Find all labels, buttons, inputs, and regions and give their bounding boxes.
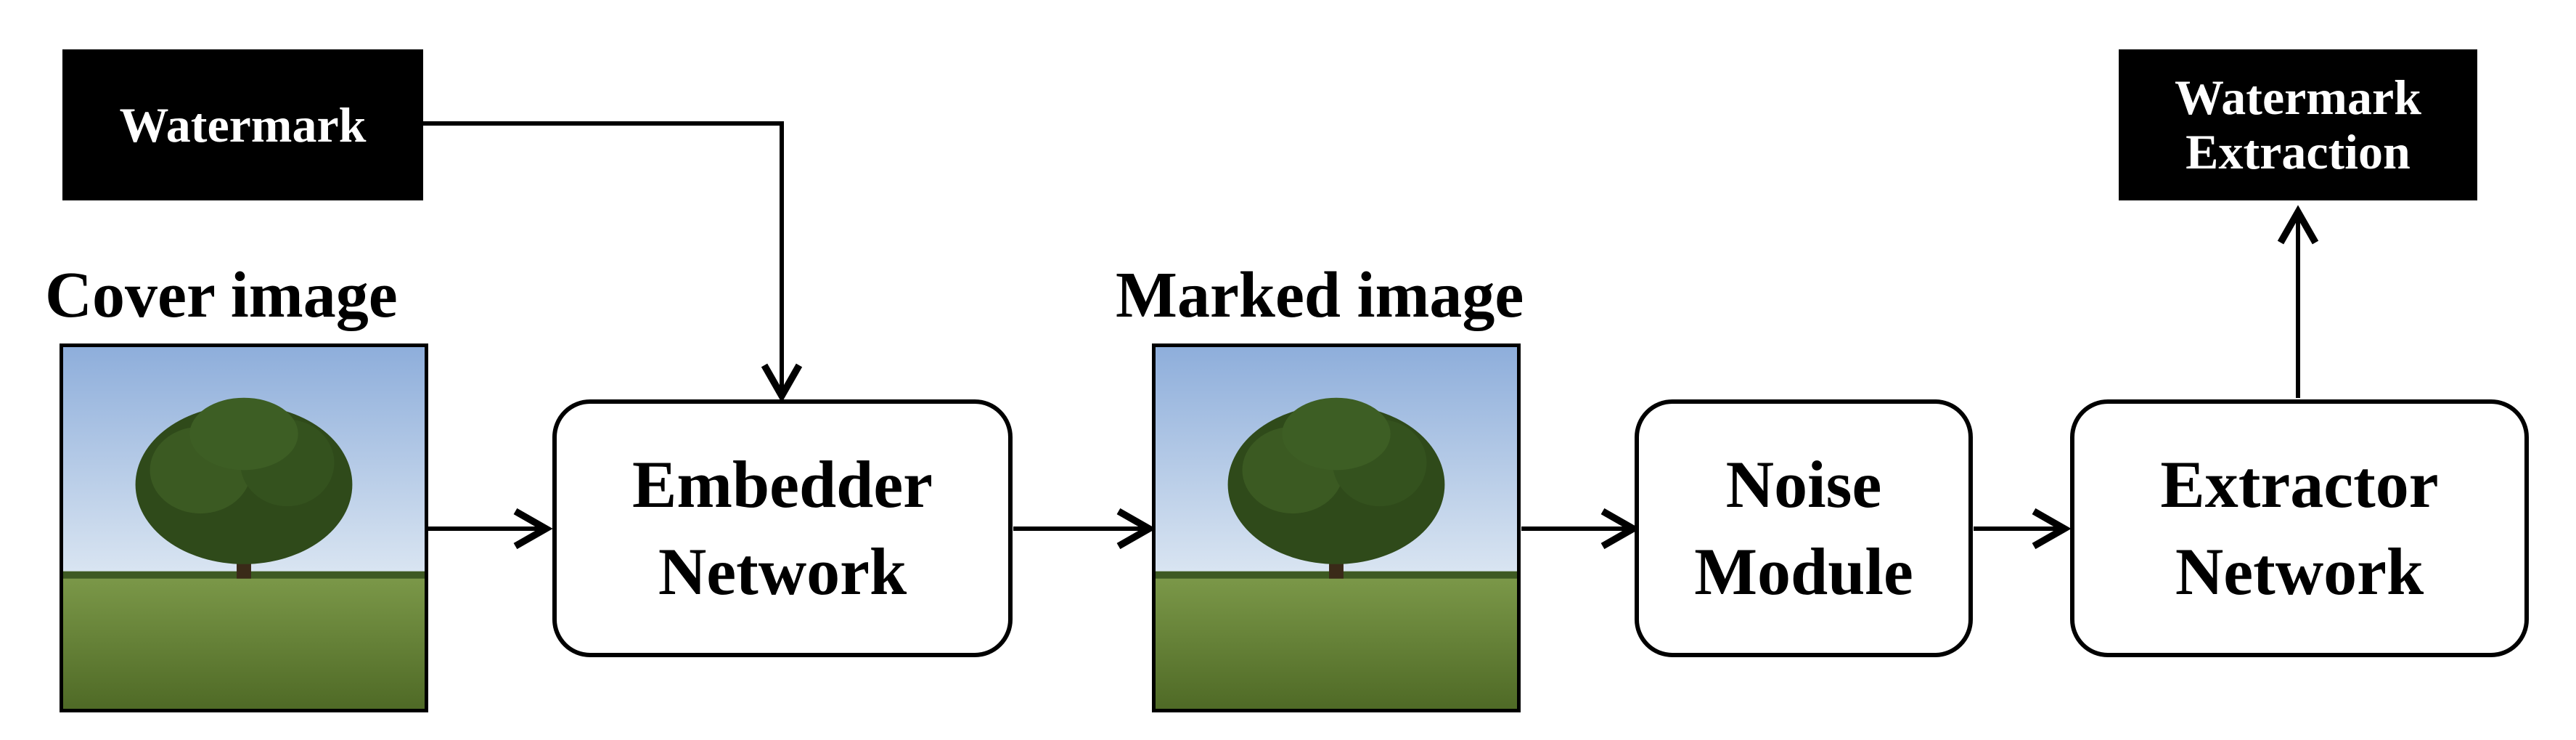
extractor-network-box: Extractor Network [2070, 399, 2529, 657]
noise-module-line2: Module [1694, 534, 1913, 609]
noise-module-box: Noise Module [1635, 399, 1973, 657]
extractor-network-line2: Network [2175, 534, 2424, 609]
extractor-network-line1: Extractor [2160, 447, 2439, 521]
watermark-box: Watermark [62, 49, 423, 200]
tree-photo-icon [1156, 347, 1517, 709]
watermark-extraction-box: Watermark Extraction [2119, 49, 2477, 200]
noise-module-line1: Noise [1725, 447, 1882, 521]
cover-image-caption: Cover image [45, 259, 398, 331]
embedder-network-box: Embedder Network [552, 399, 1013, 657]
marked-image [1152, 343, 1521, 712]
marked-image-caption: Marked image [1116, 259, 1524, 331]
watermark-box-label: Watermark [119, 97, 367, 153]
arrow-watermark-to-embedder [421, 121, 803, 403]
embedder-network-line2: Network [658, 534, 907, 609]
cover-image [60, 343, 428, 712]
watermark-extraction-line1: Watermark [2175, 70, 2421, 126]
tree-photo-icon [63, 347, 425, 709]
watermark-extraction-line2: Extraction [2185, 124, 2411, 179]
embedder-network-line1: Embedder [632, 447, 933, 521]
